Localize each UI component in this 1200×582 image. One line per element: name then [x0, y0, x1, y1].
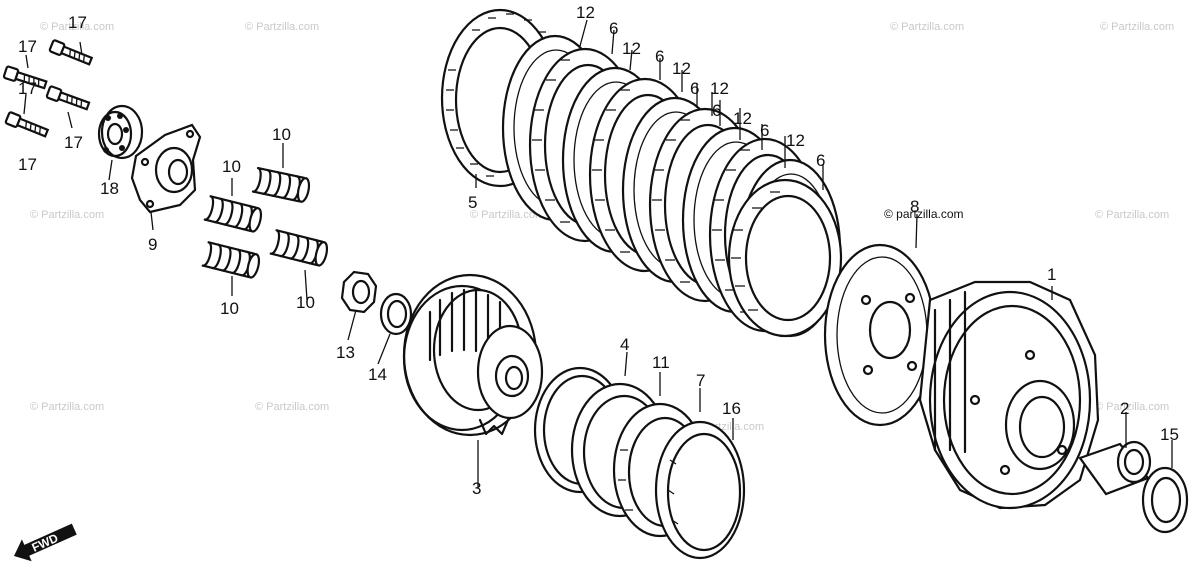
watermark: © Partzilla.com [245, 21, 319, 33]
label-17-bottom: 17 [18, 155, 37, 174]
label-12-f: 12 [786, 131, 805, 150]
label-12-b: 12 [622, 39, 641, 58]
label-17-left: 17 [18, 37, 37, 56]
label-18: 18 [100, 179, 119, 198]
plate-16 [654, 420, 746, 560]
label-6-b: 6 [655, 47, 664, 66]
watermark: © Partzilla.com [1095, 209, 1169, 221]
label-6-c: 6 [690, 79, 699, 98]
label-10-right: 10 [296, 293, 315, 312]
label-11: 11 [652, 353, 670, 372]
spring-10-top [251, 166, 311, 203]
label-6-f: 6 [816, 151, 825, 170]
watermark: © Partzilla.com [30, 401, 104, 413]
bolt-17-mid [45, 85, 91, 111]
disc-6-e [727, 178, 843, 338]
label-17-mid: 17 [18, 79, 37, 98]
label-10-bottom: 10 [220, 299, 239, 318]
sleeve-2 [1078, 440, 1152, 496]
watermark-layer: © Partzilla.com © Partzilla.com © Partzi… [30, 21, 1174, 433]
label-10-top: 10 [272, 125, 291, 144]
label-16: 16 [722, 399, 741, 418]
washer-14 [379, 292, 413, 336]
label-2: 2 [1120, 399, 1129, 418]
label-5: 5 [468, 193, 477, 212]
label-7: 7 [696, 371, 705, 390]
watermark: © Partzilla.com [255, 401, 329, 413]
clutch-plate-stack [501, 34, 843, 338]
watermark: © Partzilla.com [890, 21, 964, 33]
watermark: © Partzilla.com [1095, 401, 1169, 413]
spring-10-bottom [201, 241, 261, 279]
label-12-d: 12 [710, 79, 729, 98]
fwd-arrow: FWD [14, 523, 77, 562]
label-6-a: 6 [609, 19, 618, 38]
watermark: © Partzilla.com [1100, 21, 1174, 33]
lock-nut-13 [340, 270, 378, 314]
lifter-plate-9 [130, 123, 202, 214]
bolt-17-left [2, 65, 48, 90]
fwd-arrow-icon [14, 523, 77, 562]
label-1: 1 [1047, 265, 1056, 284]
watermark-near-8: © partzilla.com [884, 207, 964, 221]
label-9: 9 [148, 235, 157, 254]
label-6-d: 6 [712, 101, 721, 120]
watermark: © Partzilla.com [470, 209, 544, 221]
spring-10-left [203, 195, 263, 233]
label-4: 4 [620, 335, 629, 354]
clutch-center-3 [402, 273, 544, 437]
bearing-18 [97, 104, 144, 160]
label-12-e: 12 [733, 109, 752, 128]
label-17-top: 17 [68, 13, 87, 32]
label-13: 13 [336, 343, 355, 362]
leader-lines [23, 19, 1173, 488]
part-labels: 17 17 17 17 17 18 9 10 10 10 10 13 14 3 … [18, 3, 1179, 498]
bolt-17-bottom [4, 111, 50, 138]
label-12-a: 12 [576, 3, 595, 22]
label-6-e: 6 [760, 121, 769, 140]
label-17-right: 17 [64, 133, 83, 152]
watermark: © Partzilla.com [30, 209, 104, 221]
clutch-outer-1 [918, 280, 1100, 510]
label-10-left: 10 [222, 157, 241, 176]
watermark: © Partzilla.com [40, 21, 114, 33]
spring-10-right [269, 229, 329, 267]
housing-plate-8 [823, 243, 937, 427]
bolt-17-top [48, 39, 94, 66]
label-14: 14 [368, 365, 387, 384]
thrust-washer-15 [1141, 466, 1189, 534]
label-15: 15 [1160, 425, 1179, 444]
label-8: 8 [910, 197, 919, 216]
label-12-c: 12 [672, 59, 691, 78]
fwd-label: FWD [30, 531, 61, 555]
label-3: 3 [472, 479, 481, 498]
